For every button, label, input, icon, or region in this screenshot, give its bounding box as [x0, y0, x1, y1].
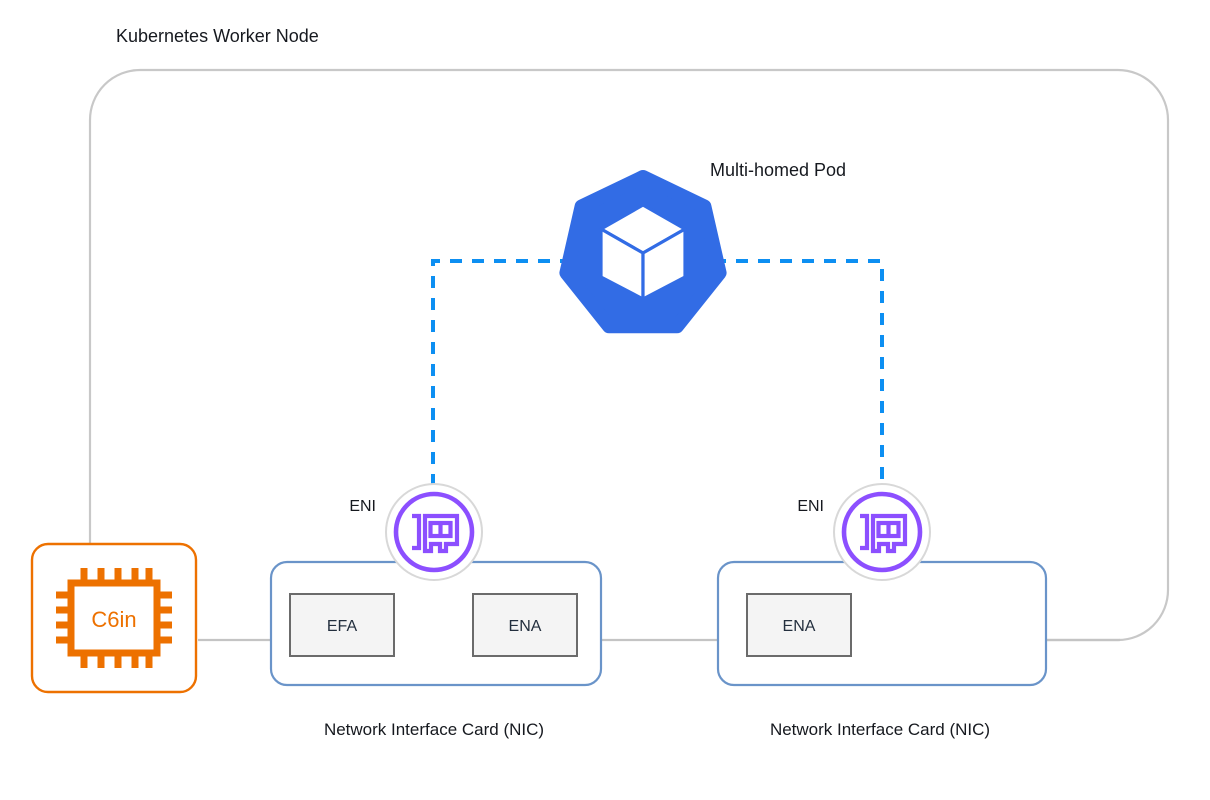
pod-link-left [431, 259, 572, 492]
c6in-label: C6in [91, 607, 136, 632]
pod-link-right [714, 259, 884, 492]
network-interface-card-icon [860, 513, 908, 554]
eni-2-purple-ring [841, 491, 923, 573]
nic-1-label: Network Interface Card (NIC) [324, 720, 544, 739]
nic-card-2[interactable]: ENA [716, 560, 1048, 687]
nic-2-label: Network Interface Card (NIC) [770, 720, 990, 739]
eni-1-purple-ring [393, 491, 475, 573]
worker-node-label: Kubernetes Worker Node [116, 26, 319, 46]
cpu-chip-icon [56, 568, 172, 668]
eni-1[interactable] [385, 483, 483, 581]
adapter-efa-label: EFA [327, 618, 358, 635]
network-interface-card-icon [412, 513, 460, 554]
adapter-ena-box-2[interactable] [746, 593, 852, 657]
adapter-efa-box[interactable] [289, 593, 395, 657]
kubernetes-logo-icon [559, 170, 727, 334]
adapter-ena-label-2: ENA [783, 618, 816, 635]
eni-2[interactable] [833, 483, 931, 581]
compute-instance-c6in[interactable]: C6in [30, 542, 198, 694]
worker-node-container [88, 68, 1170, 642]
eni-1-label: ENI [349, 498, 376, 515]
adapter-ena-label: ENA [509, 618, 542, 635]
pod-label: Multi-homed Pod [710, 160, 846, 180]
nic-card-1[interactable]: EFA ENA [269, 560, 603, 687]
eni-2-label: ENI [797, 498, 824, 515]
adapter-ena-box[interactable] [472, 593, 578, 657]
